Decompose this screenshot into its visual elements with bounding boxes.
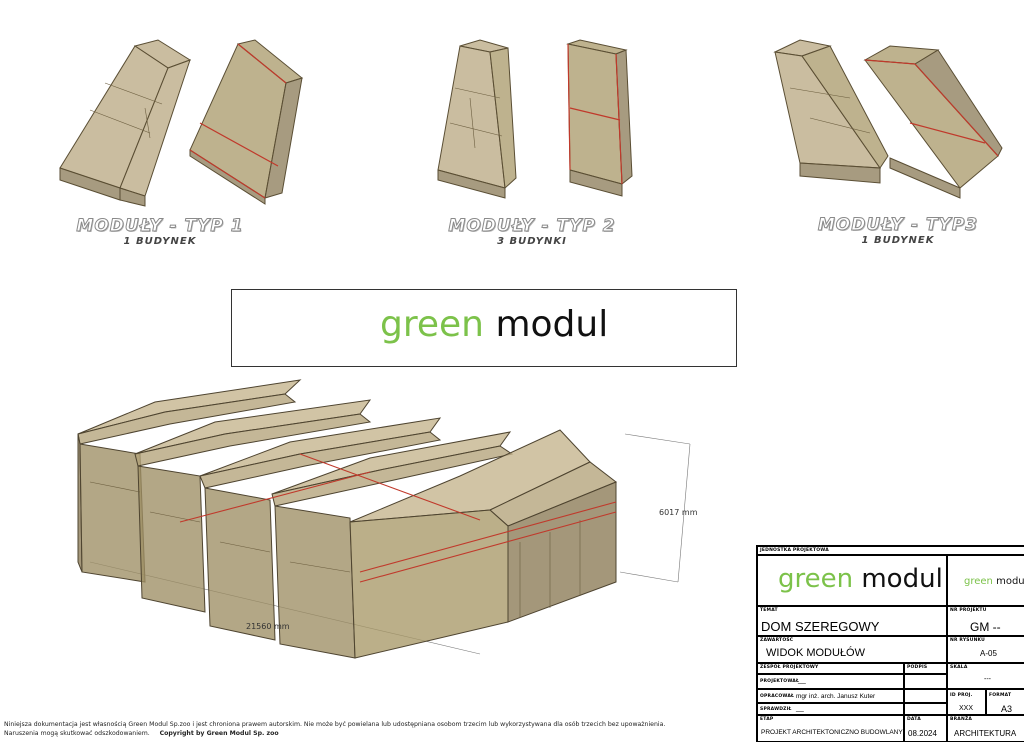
tb-sprawdzil-sign (904, 703, 947, 715)
tb-podpis-label: PODPIS (907, 665, 928, 670)
module-type2-caption: MODUŁY - TYP 2 3 BUDYNKI (432, 216, 632, 248)
tb-zespol-cell: ZESPÓŁ PROJEKTOWY (757, 663, 904, 674)
terrace-house-illustration (77, 379, 691, 659)
tb-temat-cell: TEMAT DOM SZEREGOWY (757, 606, 947, 636)
dimension-length: 21560 mm (246, 622, 290, 631)
tb-zawartosc-value: WIDOK MODUŁÓW (766, 647, 865, 659)
disclaimer-line1: Niniejsza dokumentacja jest własnością G… (4, 721, 666, 728)
tb-sprawdzil-label: SPRAWDZIŁ (760, 707, 792, 712)
tb-logo-cell: green modul (757, 555, 947, 606)
copyright-text: Copyright by Green Modul Sp. zoo (159, 730, 279, 737)
module-type3-title: MODUŁY - TYP3 (817, 215, 979, 236)
tb-projektowal-value: __ (798, 677, 806, 684)
tb-id-proj-value: XXX (959, 705, 974, 712)
tb-etap-cell: ETAP PROJEKT ARCHITEKTONICZNO BUDOWLANY (757, 715, 904, 742)
tb-opracowal-label: OPRACOWAŁ (760, 694, 795, 699)
logo-green-word: green (380, 304, 484, 345)
tb-data-value: 08.2024 (908, 729, 937, 738)
tb-opracowal-sign (904, 689, 947, 703)
module-type1-caption: MODUŁY - TYP 1 1 BUDYNEK (60, 216, 260, 248)
tb-small-logo-cell: green modul (947, 555, 1024, 606)
tb-temat-label: TEMAT (760, 608, 778, 613)
tb-data-label: DATA (907, 717, 921, 722)
tb-sprawdzil-value: __ (796, 705, 804, 712)
tb-podpis-cell: PODPIS (904, 663, 947, 674)
tb-small-logo: green modul (964, 576, 1024, 587)
tb-jednostka-header: JEDNOSTKA PROJEKTOWA (757, 546, 1024, 555)
tb-logo-green: green (778, 564, 854, 594)
company-logo: green modul (380, 304, 608, 345)
logo-box: green modul (231, 289, 737, 367)
tb-small-logo-green: green (964, 576, 993, 587)
tb-opracowal-value: mgr inż. arch. Janusz Kuter (796, 693, 876, 700)
module-type2-title: MODUŁY - TYP 2 (448, 216, 616, 237)
tb-logo: green modul (778, 564, 943, 594)
tb-sprawdzil-cell: SPRAWDZIŁ __ (757, 703, 904, 715)
tb-small-logo-dark: modul (996, 576, 1024, 587)
tb-projektowal-sign (904, 674, 947, 689)
tb-skala-value: --- (984, 676, 991, 683)
module-type1-illustration (59, 39, 304, 207)
tb-format-cell: FORMAT A3 (986, 689, 1024, 715)
tb-data-cell: DATA 08.2024 (904, 715, 947, 742)
module-type1-subtitle: 1 BUDYNEK (123, 236, 197, 247)
tb-nr-projektu-cell: NR PROJEKTU GM -- (947, 606, 1024, 636)
module-type3-subtitle: 1 BUDYNEK (861, 235, 935, 246)
module-type3-illustration (773, 39, 1003, 199)
tb-opracowal-cell: OPRACOWAŁ mgr inż. arch. Janusz Kuter (757, 689, 904, 703)
module-type2-subtitle: 3 BUDYNKI (497, 236, 567, 247)
module-type1-title: MODUŁY - TYP 1 (76, 216, 244, 237)
module-type2-illustration (437, 39, 633, 199)
tb-format-value: A3 (1001, 704, 1013, 714)
tb-etap-value: PROJEKT ARCHITEKTONICZNO BUDOWLANY (761, 729, 903, 736)
tb-zespol-label: ZESPÓŁ PROJEKTOWY (760, 665, 819, 670)
tb-branza-cell: BRANŻA ARCHITEKTURA (947, 715, 1024, 742)
tb-projektowal-label: PROJEKTOWAŁ (760, 679, 800, 684)
tb-id-proj-cell: ID PROJ. XXX (947, 689, 986, 715)
tb-format-label: FORMAT (989, 693, 1012, 698)
disclaimer-line2-wrap: Naruszenia mogą skutkować odszkodowaniem… (4, 729, 744, 738)
tb-nr-projektu-value: GM -- (970, 620, 1001, 634)
tb-etap-label: ETAP (760, 717, 774, 722)
tb-zawartosc-label: ZAWARTOŚĆ (760, 638, 794, 643)
tb-zawartosc-cell: ZAWARTOŚĆ WIDOK MODUŁÓW (757, 636, 947, 663)
copyright-notice: Niniejsza dokumentacja jest własnością G… (4, 720, 744, 738)
tb-nr-rysunku-label: NR RYSUNKU (950, 638, 985, 643)
tb-jednostka-label: JEDNOSTKA PROJEKTOWA (760, 548, 829, 553)
tb-branza-value: ARCHITEKTURA (954, 729, 1017, 738)
tb-nr-rysunku-value: A-05 (980, 649, 997, 658)
tb-logo-dark: modul (861, 564, 943, 594)
tb-nr-projektu-label: NR PROJEKTU (950, 608, 987, 613)
dimension-height: 6017 mm (659, 508, 698, 517)
tb-projektowal-cell: PROJEKTOWAŁ __ (757, 674, 904, 689)
module-type3-caption: MODUŁY - TYP3 1 BUDYNEK (798, 215, 998, 247)
tb-nr-rysunku-cell: NR RYSUNKU A-05 (947, 636, 1024, 663)
tb-id-proj-label: ID PROJ. (950, 693, 973, 698)
disclaimer-line2: Naruszenia mogą skutkować odszkodowaniem… (4, 730, 150, 737)
tb-branza-label: BRANŻA (950, 717, 973, 722)
tb-skala-label: SKALA (950, 665, 968, 670)
logo-dark-word: modul (495, 304, 609, 345)
title-block: JEDNOSTKA PROJEKTOWA green modul green m… (756, 545, 1024, 742)
tb-skala-cell: SKALA --- (947, 663, 1024, 689)
tb-temat-value: DOM SZEREGOWY (761, 619, 880, 634)
